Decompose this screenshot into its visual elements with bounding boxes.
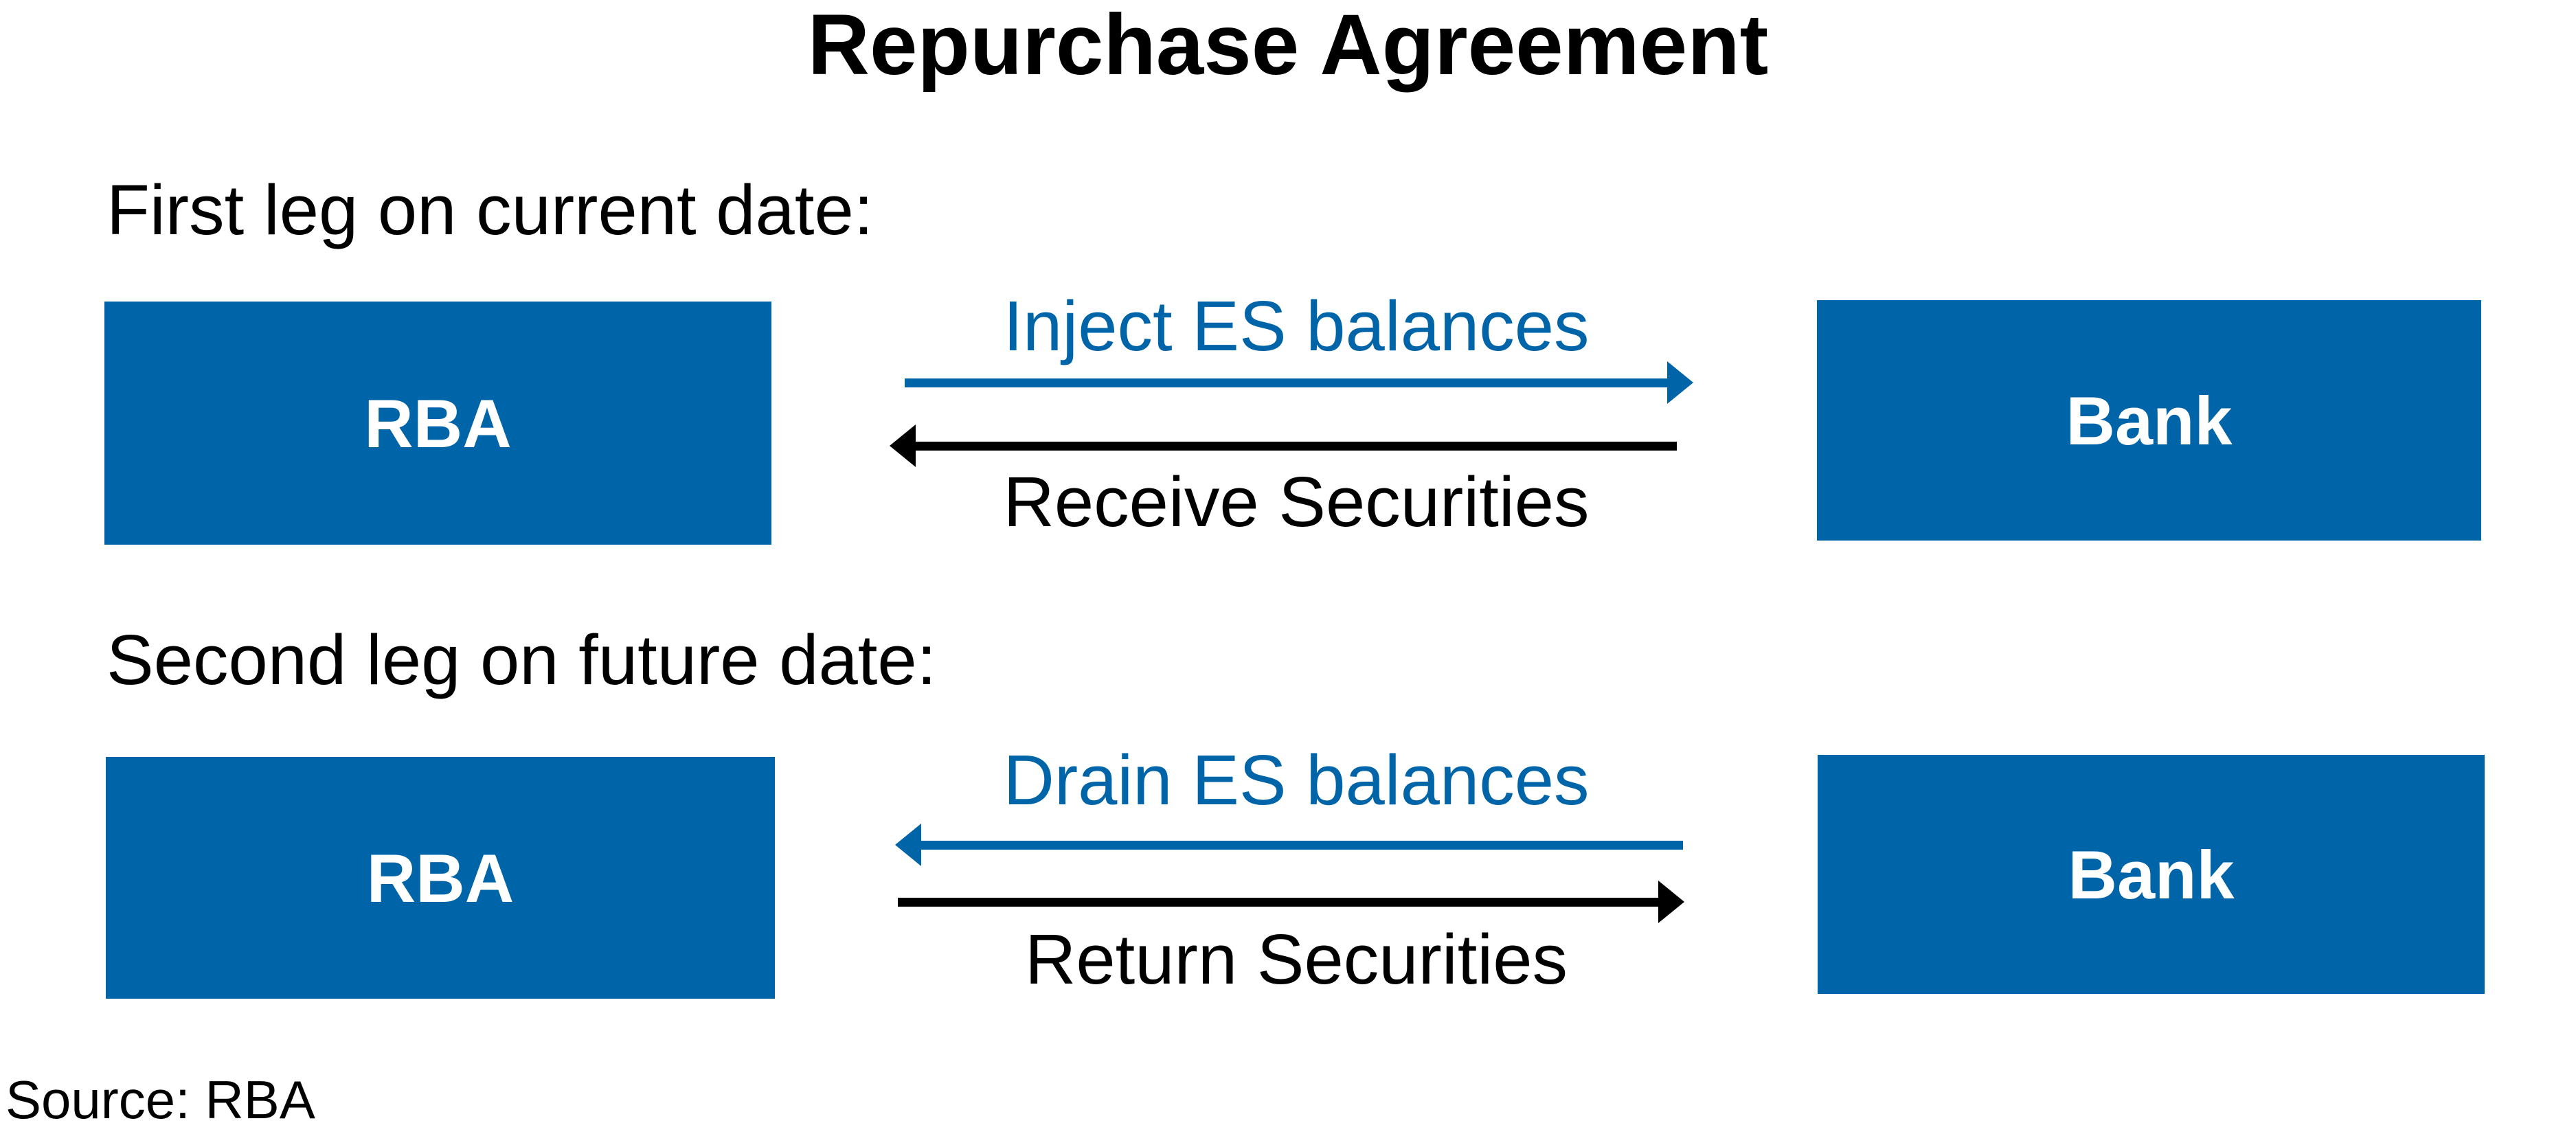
page-title: Repurchase Agreement — [807, 0, 1769, 93]
leg2-bank-box: Bank — [1818, 755, 2485, 994]
source-note: Source: RBA — [5, 1069, 315, 1130]
leg2-rba-box: RBA — [106, 757, 775, 999]
leg1-bank-box-label: Bank — [2066, 382, 2233, 459]
arrow-shaft — [921, 841, 1683, 850]
arrow-shaft — [916, 442, 1677, 451]
arrow-head-left-icon — [895, 824, 921, 866]
leg2-section-label: Second leg on future date: — [106, 620, 937, 699]
leg1-receive-securities-label: Receive Securities — [1003, 462, 1590, 541]
arrow-shaft — [905, 378, 1667, 387]
arrow-shaft — [898, 898, 1658, 907]
arrow-head-right-icon — [1658, 881, 1684, 923]
leg2-bank-box-label: Bank — [2068, 836, 2235, 913]
arrow-head-left-icon — [890, 424, 916, 467]
leg1-bank-box: Bank — [1817, 300, 2481, 541]
leg1-section-label: First leg on current date: — [106, 170, 874, 249]
leg1-rba-box: RBA — [104, 302, 771, 545]
leg2-rba-box-label: RBA — [366, 839, 515, 916]
leg1-inject-es-balances-label: Inject ES balances — [1003, 286, 1590, 365]
arrow-head-right-icon — [1667, 361, 1693, 404]
leg1-rba-box-label: RBA — [364, 385, 512, 462]
leg2-return-securities-label: Return Securities — [1024, 920, 1568, 999]
leg2-drain-es-balances-label: Drain ES balances — [1003, 740, 1590, 819]
